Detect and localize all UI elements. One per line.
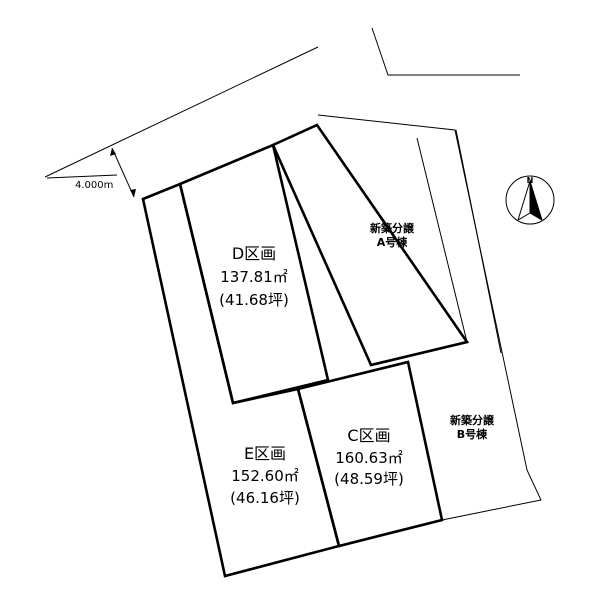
road-width-leader (46, 174, 118, 179)
house-b-label-line1: 新築分譲 (450, 413, 495, 427)
house-a-label-line2: A号棟 (377, 235, 409, 249)
house-b-label-line2: B号棟 (457, 427, 488, 441)
parcel-divider-a (416, 137, 468, 343)
compass-north-label: N (527, 176, 534, 185)
dimension-arrow-bottom (130, 189, 136, 197)
dimension-arrow-top (110, 148, 116, 156)
lot-e-tsubo: (46.16坪) (230, 489, 300, 507)
lot-e-name: E区画 (244, 444, 286, 463)
lot-e-area: 152.60㎡ (231, 467, 299, 485)
lot-c-outline (296, 360, 444, 548)
road-edge-right (371, 27, 520, 76)
north-compass-icon: N (505, 175, 555, 225)
lot-d-tsubo: (41.68坪) (219, 291, 289, 309)
parcel-divider-b (455, 129, 502, 354)
lot-d-area: 137.81㎡ (220, 268, 288, 286)
road-width-label: 4.000m (75, 180, 113, 191)
lot-a-outline (271, 123, 470, 367)
lot-c-area: 160.63㎡ (335, 449, 403, 467)
road-width-dimension-line (111, 147, 135, 198)
lot-e-outline (141, 182, 341, 578)
lot-c-tsubo: (48.59坪) (334, 470, 404, 488)
house-a-label-line1: 新築分譲 (370, 221, 415, 235)
lot-d-name: D区画 (232, 244, 276, 263)
road-edge-upper (44, 46, 319, 178)
parcel-outline-thin (317, 114, 542, 521)
lot-c-name: C区画 (347, 426, 390, 445)
